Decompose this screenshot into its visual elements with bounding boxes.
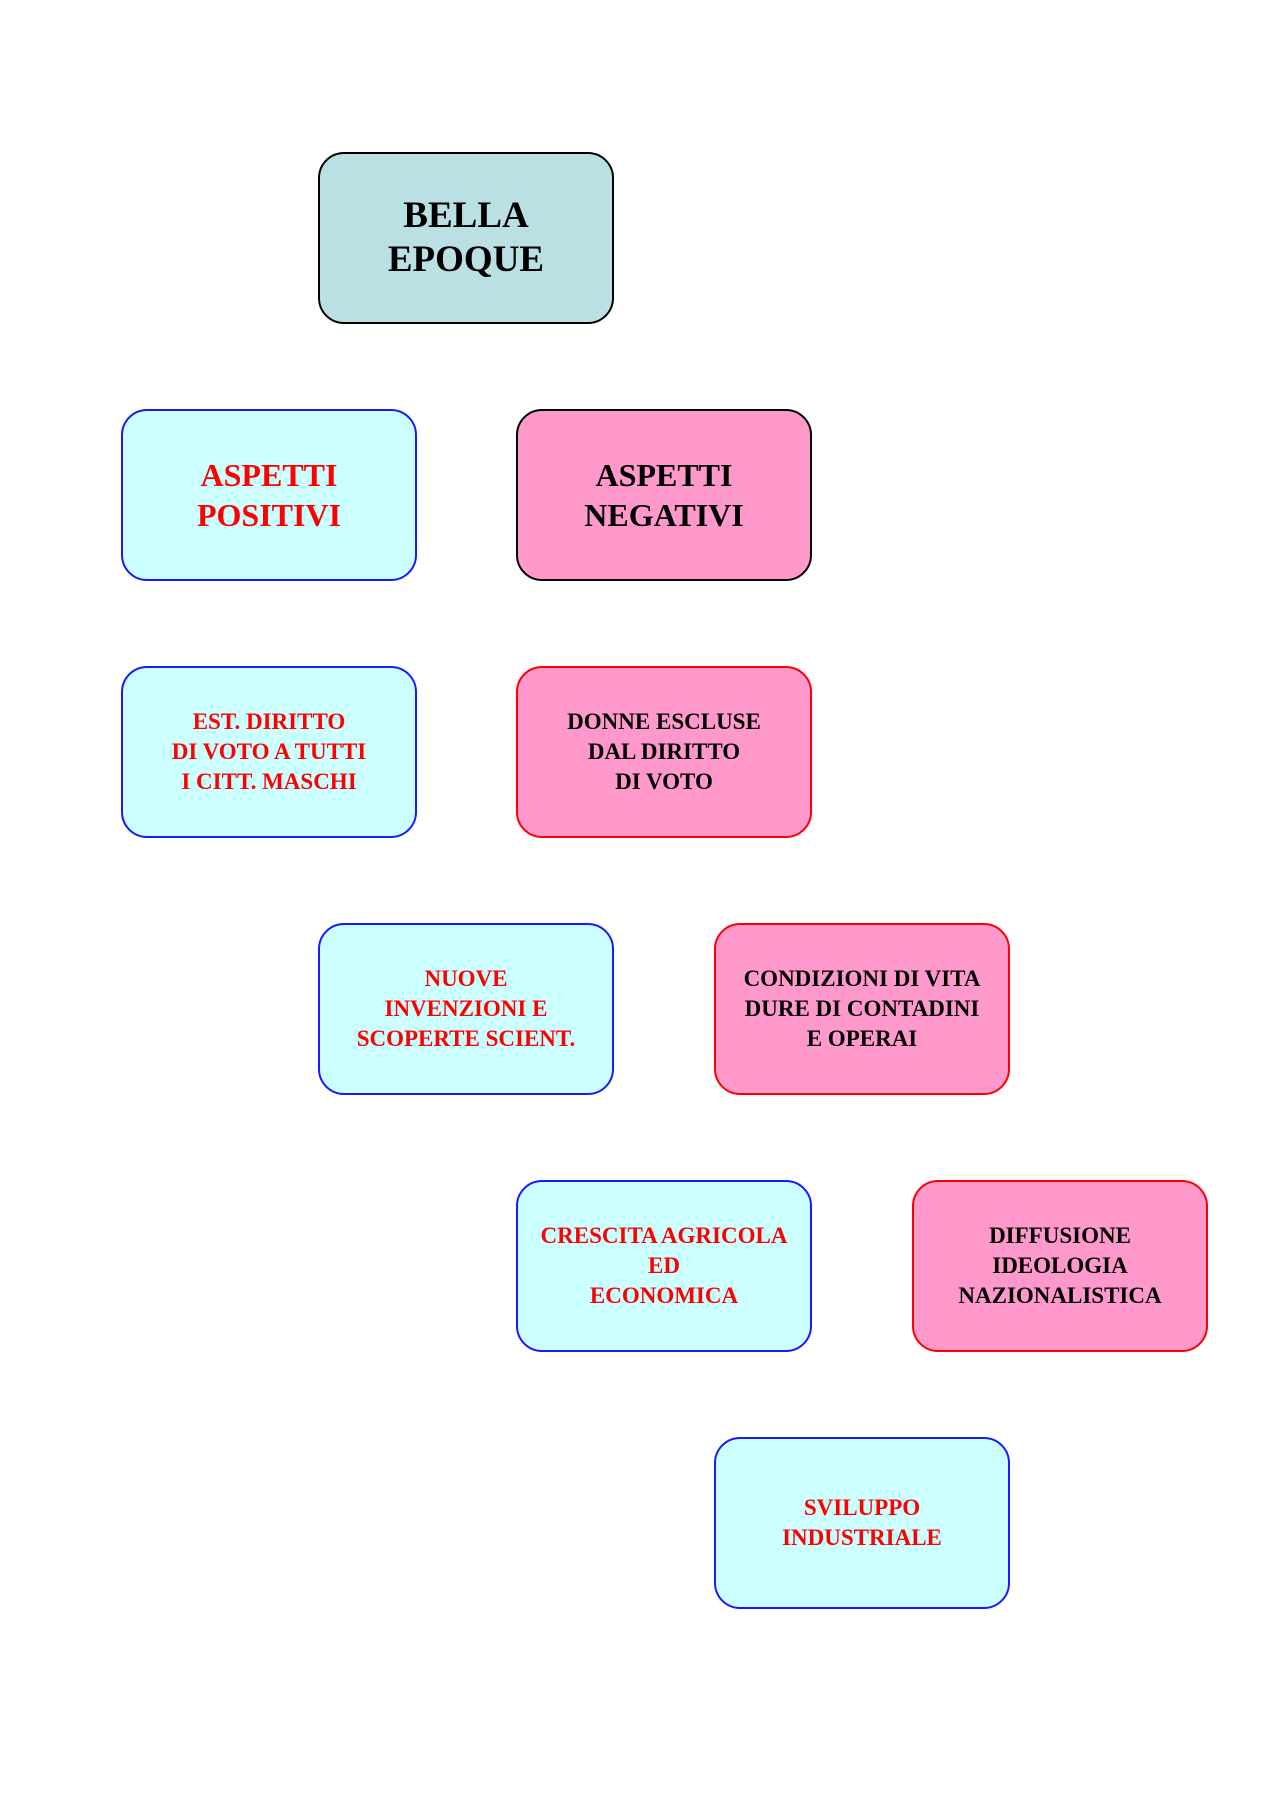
negative-item-node: DIFFUSIONE IDEOLOGIA NAZIONALISTICA bbox=[912, 1180, 1208, 1352]
positive-item-text: EST. DIRITTO DI VOTO A TUTTI I CITT. MAS… bbox=[171, 709, 367, 794]
negative-item-text: CONDIZIONI DI VITA DURE DI CONTADINI E O… bbox=[743, 966, 981, 1051]
positive-item-text: CRESCITA AGRICOLA ED ECONOMICA bbox=[540, 1223, 788, 1308]
positive-item-node: NUOVE INVENZIONI E SCOPERTE SCIENT. bbox=[318, 923, 614, 1095]
negative-item-text: DONNE ESCLUSE DAL DIRITTO DI VOTO bbox=[567, 709, 761, 794]
negative-item-node: DONNE ESCLUSE DAL DIRITTO DI VOTO bbox=[516, 666, 812, 838]
positive-item-node: EST. DIRITTO DI VOTO A TUTTI I CITT. MAS… bbox=[121, 666, 417, 838]
positive-heading-text: ASPETTI POSITIVI bbox=[196, 457, 342, 533]
positive-item-text: SVILUPPO INDUSTRIALE bbox=[782, 1495, 942, 1550]
title-node: BELLA EPOQUE bbox=[318, 152, 614, 324]
negative-heading-text: ASPETTI NEGATIVI bbox=[584, 457, 744, 533]
positive-heading-node: ASPETTI POSITIVI bbox=[121, 409, 417, 581]
title-text: BELLA EPOQUE bbox=[387, 194, 545, 280]
positive-item-node: CRESCITA AGRICOLA ED ECONOMICA bbox=[516, 1180, 812, 1352]
positive-item-node: SVILUPPO INDUSTRIALE bbox=[714, 1437, 1010, 1609]
positive-item-text: NUOVE INVENZIONI E SCOPERTE SCIENT. bbox=[356, 966, 576, 1051]
negative-item-node: CONDIZIONI DI VITA DURE DI CONTADINI E O… bbox=[714, 923, 1010, 1095]
negative-heading-node: ASPETTI NEGATIVI bbox=[516, 409, 812, 581]
negative-item-text: DIFFUSIONE IDEOLOGIA NAZIONALISTICA bbox=[958, 1223, 1162, 1308]
